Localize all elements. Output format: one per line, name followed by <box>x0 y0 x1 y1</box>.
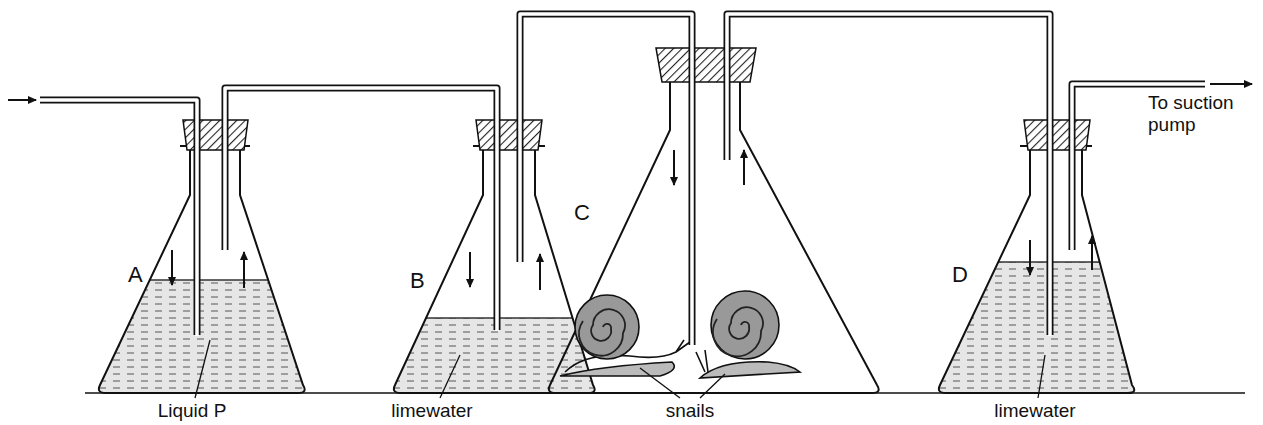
pump-label: To suction pump <box>1148 92 1258 136</box>
liquid-label: limewater <box>994 400 1075 422</box>
liquid-label: limewater <box>391 400 472 422</box>
flask-letter: D <box>952 262 968 287</box>
rubber-stoppers <box>183 48 1090 150</box>
glass-tubes <box>40 14 1206 346</box>
flask-letter: B <box>410 268 425 293</box>
liquid-label: Liquid P <box>158 400 227 422</box>
animal-label: snails <box>666 400 715 422</box>
conical-flasks <box>99 80 1134 393</box>
flask-letter: C <box>574 200 590 225</box>
snails <box>560 291 800 378</box>
flask-letter: A <box>128 262 143 287</box>
leader-lines <box>195 340 1045 398</box>
flow-arrows <box>8 84 1252 290</box>
